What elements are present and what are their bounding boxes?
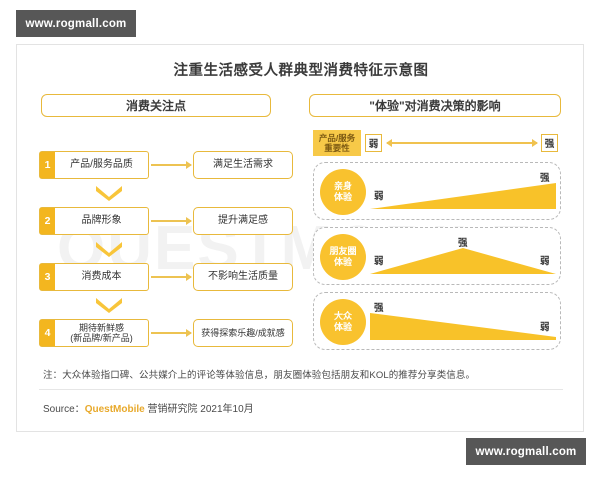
concern-box-2: 2 品牌形象 (39, 207, 149, 235)
chevron-down-icon-1 (96, 186, 122, 201)
footer-divider (39, 389, 563, 390)
importance-weak-mark: 弱 (365, 134, 382, 152)
experience-circle-mass-line1: 大众 (333, 310, 352, 321)
concern-label-4: 期待新鲜感 (新品牌/新产品) (70, 322, 133, 343)
experience-box-friends: 朋友圈 体验 弱 强 弱 (313, 227, 561, 285)
flow-arrow-2-icon (151, 217, 192, 225)
outcome-box-1: 满足生活需求 (193, 151, 293, 179)
experience-mass-left-label: 强 (374, 303, 384, 314)
watermark-badge-bottom: www.rogmall.com (466, 438, 586, 465)
flow-row-3: 3 消费成本 不影响生活质量 (39, 263, 293, 291)
experience-circle-personal-line1: 亲身 (333, 180, 352, 191)
experience-friends-center-label: 强 (458, 238, 468, 249)
concern-number-1: 1 (40, 152, 55, 178)
double-arrow-icon (386, 139, 538, 147)
flow-row-1: 1 产品/服务品质 满足生活需求 (39, 151, 293, 179)
wedge-peak-center-icon (370, 234, 556, 280)
outcome-box-2: 提升满足感 (193, 207, 293, 235)
flow-arrow-1-icon (151, 161, 192, 169)
concern-label-1: 产品/服务品质 (70, 159, 133, 171)
source-prefix: Source： (43, 404, 85, 415)
infographic-card: QUESTMOBILE 注重生活感受人群典型消费特征示意图 消费关注点 "体验"… (16, 44, 584, 432)
experience-circle-friends-line1: 朋友圈 (329, 245, 357, 256)
flow-arrow-3-icon (151, 273, 192, 281)
experience-circle-personal: 亲身 体验 (320, 169, 366, 215)
watermark-badge-top: www.rogmall.com (16, 10, 136, 37)
outcome-box-4: 获得探索乐趣/成就感 (193, 319, 293, 347)
importance-label: 产品/服务 重要性 (313, 130, 361, 156)
experience-circle-mass: 大众 体验 (320, 299, 366, 345)
left-column-header: 消费关注点 (41, 94, 271, 117)
wedge-decreasing-icon (370, 299, 556, 345)
experience-friends-left-label: 弱 (374, 256, 384, 267)
importance-strong-mark: 强 (541, 134, 558, 152)
wedge-increasing-icon (370, 169, 556, 215)
experience-personal-left-label: 弱 (374, 191, 384, 202)
importance-scale: 产品/服务 重要性 弱 强 (313, 130, 561, 156)
importance-label-line1: 产品/服务 (318, 132, 356, 143)
concern-number-4: 4 (40, 320, 55, 346)
concern-box-4: 4 期待新鲜感 (新品牌/新产品) (39, 319, 149, 347)
source-brand: QuestMobile (84, 404, 145, 415)
experience-circle-friends-line2: 体验 (333, 257, 352, 267)
experience-box-personal: 亲身 体验 弱 强 (313, 162, 561, 220)
right-column-header: "体验"对消费决策的影响 (309, 94, 561, 117)
concern-label-3: 消费成本 (81, 271, 122, 283)
experience-circle-friends: 朋友圈 体验 (320, 234, 366, 280)
experience-friends-right-label: 弱 (540, 256, 550, 267)
footnote: 注：大众体验指口碑、公共媒介上的评论等体验信息，朋友圈体验包括朋友和KOL的推荐… (43, 370, 476, 381)
experience-circle-mass-line2: 体验 (333, 322, 352, 332)
flow-row-4: 4 期待新鲜感 (新品牌/新产品) 获得探索乐趣/成就感 (39, 319, 293, 347)
concern-box-1: 1 产品/服务品质 (39, 151, 149, 179)
experience-box-mass: 大众 体验 强 弱 (313, 292, 561, 350)
chevron-down-icon-2 (96, 242, 122, 257)
source-suffix: 营销研究院 2021年10月 (144, 404, 254, 415)
concern-label-2: 品牌形象 (81, 215, 122, 227)
source-line: Source：QuestMobile 营销研究院 2021年10月 (43, 400, 254, 415)
experience-personal-right-label: 强 (540, 173, 550, 184)
experience-mass-right-label: 弱 (540, 322, 550, 333)
experience-circle-personal-line2: 体验 (333, 192, 352, 202)
concern-number-2: 2 (40, 208, 55, 234)
chevron-down-icon-3 (96, 298, 122, 313)
flow-arrow-4-icon (151, 329, 192, 337)
outcome-box-3: 不影响生活质量 (193, 263, 293, 291)
concern-number-3: 3 (40, 264, 55, 290)
flow-row-2: 2 品牌形象 提升满足感 (39, 207, 293, 235)
page-title: 注重生活感受人群典型消费特征示意图 (173, 63, 429, 79)
importance-label-line2: 重要性 (324, 143, 350, 153)
concern-box-3: 3 消费成本 (39, 263, 149, 291)
